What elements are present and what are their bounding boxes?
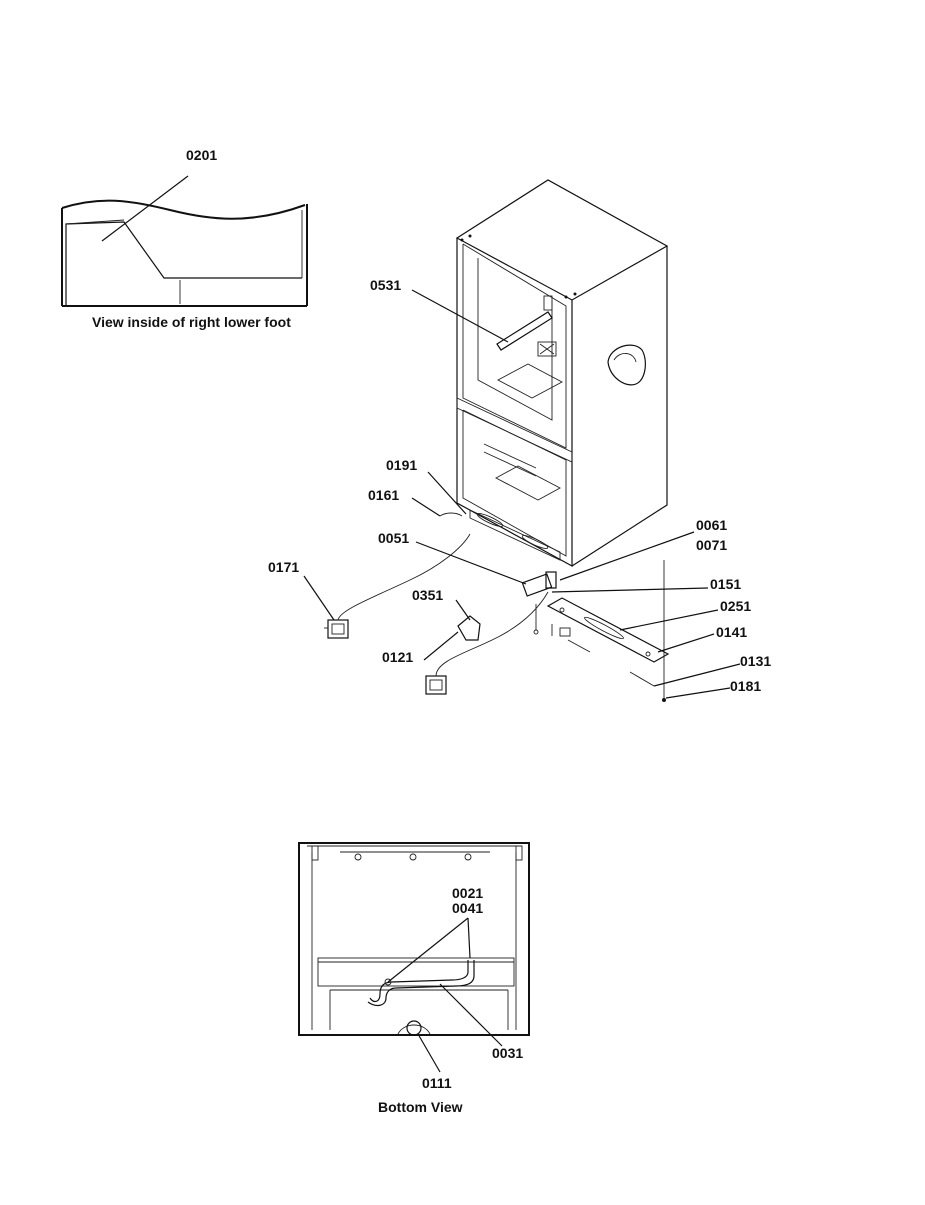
- part-label-0031: 0031: [492, 1045, 523, 1061]
- evap-cover-vent: [537, 341, 557, 357]
- cabinet-front-frame: [456, 238, 573, 568]
- bracket-0531: [496, 311, 553, 351]
- roller-assembly-0051: [521, 571, 557, 597]
- part-label-0141: 0141: [716, 624, 747, 640]
- part-label-0251: 0251: [720, 598, 751, 614]
- leader-0131: [653, 663, 741, 687]
- leader-0151: [551, 587, 709, 593]
- cabinet-top-face: [455, 179, 669, 301]
- part-label-0021: 0021: [452, 885, 483, 901]
- leader-0161: [411, 497, 441, 517]
- leveler-lower: [425, 675, 447, 695]
- leader-0201: [101, 175, 189, 242]
- foot-inset: 0201 View inside of right lower foot: [61, 147, 308, 330]
- foot-inset-wavy-edge: [61, 199, 306, 220]
- bottom-view-frame: [298, 842, 530, 1036]
- part-label-0181: 0181: [730, 678, 761, 694]
- part-label-0061: 0061: [696, 517, 727, 533]
- part-label-0151: 0151: [710, 576, 741, 592]
- leader-0531: [411, 289, 509, 343]
- part-label-0121: 0121: [382, 649, 413, 665]
- part-label-0161: 0161: [368, 487, 399, 503]
- bottom-view-inset: 0021 0041 0031 0111 Bottom View: [298, 842, 530, 1115]
- foot-view-caption: View inside of right lower foot: [92, 314, 291, 330]
- part-label-0201: 0201: [186, 147, 217, 163]
- part-label-0131: 0131: [740, 653, 771, 669]
- leveler-0171: [324, 619, 349, 639]
- leader-0111: [417, 1033, 441, 1073]
- drain-pan-region: [317, 957, 515, 987]
- foot-inset-foot-outline: [65, 221, 302, 306]
- leader-0041: [467, 917, 471, 959]
- mount-hole-3: [464, 853, 472, 861]
- foot-inset-top-ledge: [65, 219, 125, 225]
- leveler-lower-cord: [435, 591, 549, 677]
- roller-0141: [559, 627, 571, 637]
- leader-0191: [427, 471, 467, 515]
- screw-0131: [629, 671, 655, 687]
- mount-hole-1: [354, 853, 362, 861]
- upper-back-wall: [477, 258, 553, 421]
- leader-0181: [665, 687, 731, 699]
- leader-0021: [387, 917, 469, 983]
- side-handle-recess: [607, 344, 646, 386]
- cabinet: [455, 179, 669, 568]
- part-label-0171: 0171: [268, 559, 299, 575]
- drain-tube-0031: [369, 960, 469, 1003]
- part-label-0071: 0071: [696, 537, 727, 553]
- mount-hole-2: [409, 853, 417, 861]
- bracket-0251: [546, 597, 670, 663]
- upper-compartment-opening: [462, 243, 567, 449]
- leader-0171: [303, 575, 335, 621]
- screw-0181: [662, 698, 666, 702]
- leader-0351: [455, 599, 471, 621]
- part-label-0191: 0191: [386, 457, 417, 473]
- part-label-0531: 0531: [370, 277, 401, 293]
- cabinet-divider: [456, 397, 573, 463]
- hardware: [324, 533, 670, 702]
- leader-0051: [415, 541, 527, 585]
- tube-clip-0021: [384, 978, 392, 986]
- leader-0061: [559, 531, 695, 581]
- leader-0251: [619, 609, 719, 631]
- cabinet-right-side: [571, 246, 668, 567]
- leader-0031: [439, 983, 503, 1047]
- part-label-0351: 0351: [412, 587, 443, 603]
- lower-floor-tray: [495, 465, 561, 501]
- main-view-labels: 0531 0191 0161 0061 0071 0051 0171 0151 …: [268, 277, 771, 694]
- leader-0121: [423, 631, 459, 661]
- part-label-0111: 0111: [422, 1075, 452, 1091]
- leader-0141: [657, 633, 715, 653]
- leveler-0171-cord: [337, 533, 471, 621]
- base-rail: [469, 509, 561, 561]
- upper-floor-tray: [497, 363, 563, 399]
- part-label-0041: 0041: [452, 900, 483, 916]
- part-label-0051: 0051: [378, 530, 409, 546]
- drain-outlet-0111: [406, 1020, 422, 1036]
- bottom-view-caption: Bottom View: [378, 1099, 463, 1115]
- main-view-leaders: [303, 289, 741, 699]
